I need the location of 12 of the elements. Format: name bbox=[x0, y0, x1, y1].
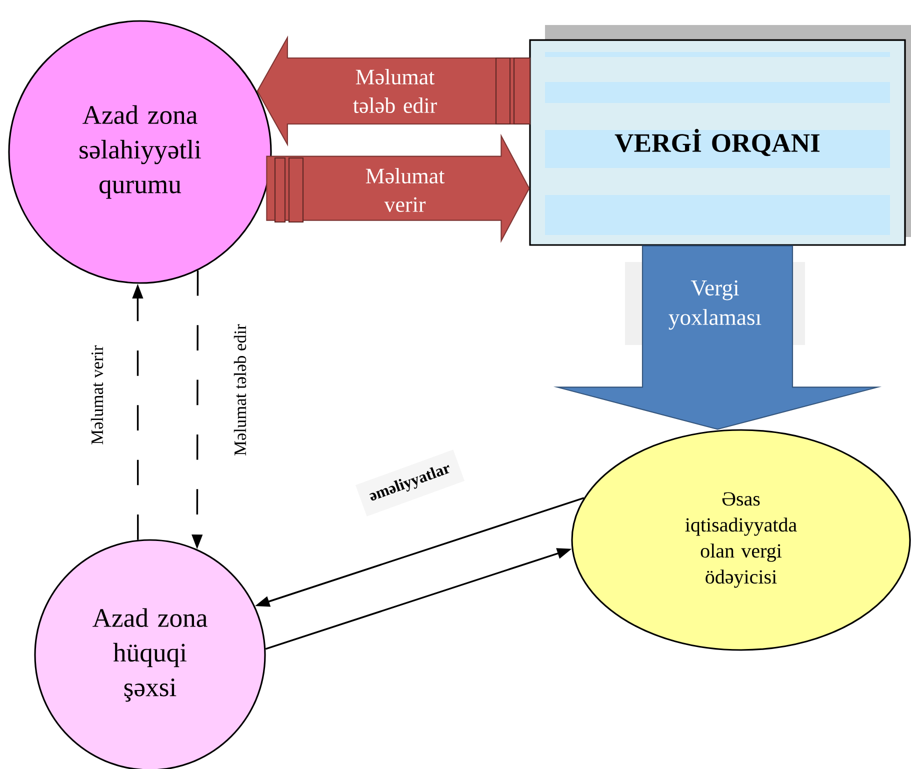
circle-node: Azad zona səlahiyyətli qurumu bbox=[8, 20, 272, 284]
block-arrow bbox=[266, 134, 530, 243]
circle-node: Azad zona hüquqi şəxsi bbox=[34, 539, 266, 769]
block-arrow bbox=[553, 245, 882, 430]
block-arrow bbox=[256, 35, 531, 147]
edge-label: Məlumat tələb edir bbox=[353, 69, 437, 113]
ellipse-node: Əsas iqtisadiyyatda olan vergi ödəyicisi bbox=[571, 429, 911, 651]
edge-label: Məlumat tələb edir bbox=[234, 324, 246, 456]
edge-label: Məlumat verir bbox=[366, 168, 445, 212]
tax-authority-box: VERGİ ORQANI bbox=[529, 25, 911, 246]
edge-label: Vergi yoxlaması bbox=[668, 280, 762, 330]
edge-label: Məlumat verir bbox=[90, 345, 104, 444]
